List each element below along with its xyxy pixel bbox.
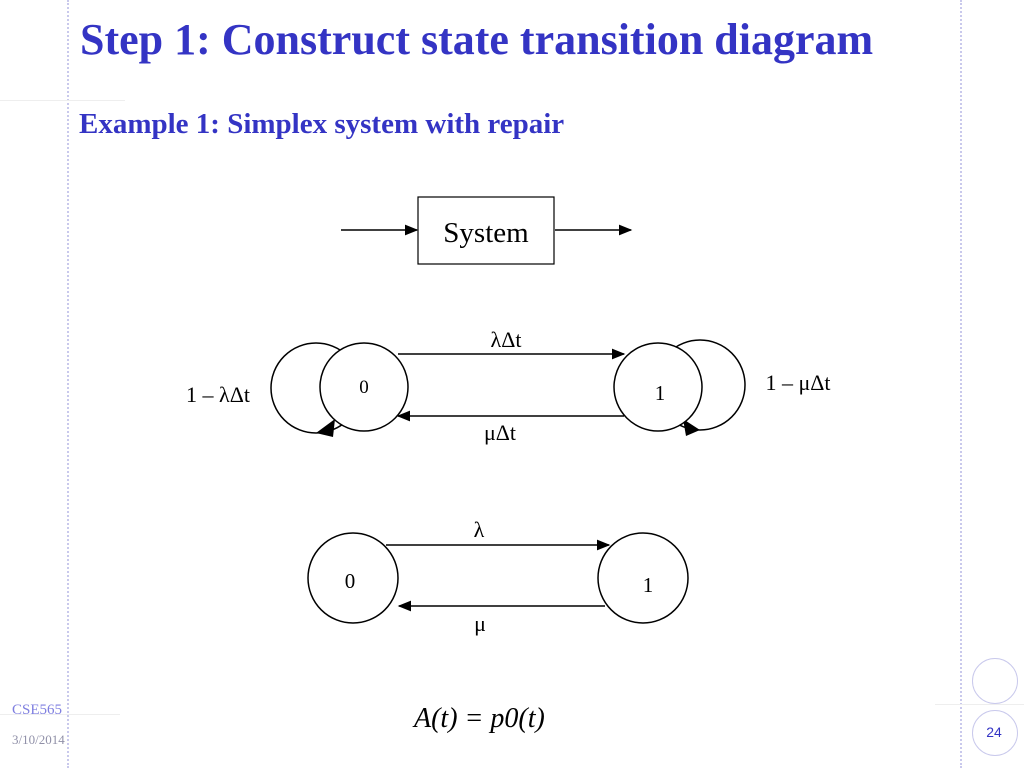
left-dotted-border [67, 0, 69, 768]
footer-course: CSE565 [12, 702, 63, 718]
page-number: 24 [986, 724, 1002, 740]
bottom-right-rule [935, 704, 1024, 705]
backward-rate-label: μΔt [484, 420, 516, 445]
forward-rate-label: λ [474, 517, 485, 542]
self-loop-0-arrowhead [316, 419, 335, 437]
page-number-circle [972, 710, 1018, 756]
footer-date: 3/10/2014 [12, 732, 65, 747]
state-1-label: 1 [643, 573, 654, 597]
top-left-rule [0, 100, 125, 101]
self-loop-0-label: 1 – λΔt [186, 382, 250, 407]
self-loop-1-arrowhead [683, 419, 700, 436]
continuous-transition-diagram: 0 1 λ μ [307, 517, 689, 636]
system-box-label: System [443, 217, 529, 249]
forward-rate-label: λΔt [491, 327, 522, 352]
slide-subtitle: Example 1: Simplex system with repair [79, 108, 565, 140]
system-box [417, 196, 555, 265]
availability-formula: A(t) = p0(t) [414, 703, 545, 734]
right-dotted-border [960, 0, 962, 768]
state-1-node [597, 532, 689, 624]
state-0-label: 0 [345, 569, 356, 593]
self-loop-1-label: 1 – μΔt [765, 370, 830, 395]
state-0-label: 0 [359, 377, 369, 398]
bottom-left-rule [0, 714, 120, 715]
discrete-transition-diagram: 0 1 λΔt μΔt 1 – λΔt 1 – μΔt [186, 327, 831, 445]
state-0-node [319, 342, 409, 432]
state-1-label: 1 [655, 381, 666, 405]
slide-title: Step 1: Construct state transition diagr… [80, 15, 874, 64]
block-diagram: System [341, 196, 633, 265]
state-1-node [613, 342, 703, 432]
backward-rate-label: μ [474, 611, 486, 636]
state-0-node [307, 532, 399, 624]
decorative-circle [972, 658, 1018, 704]
